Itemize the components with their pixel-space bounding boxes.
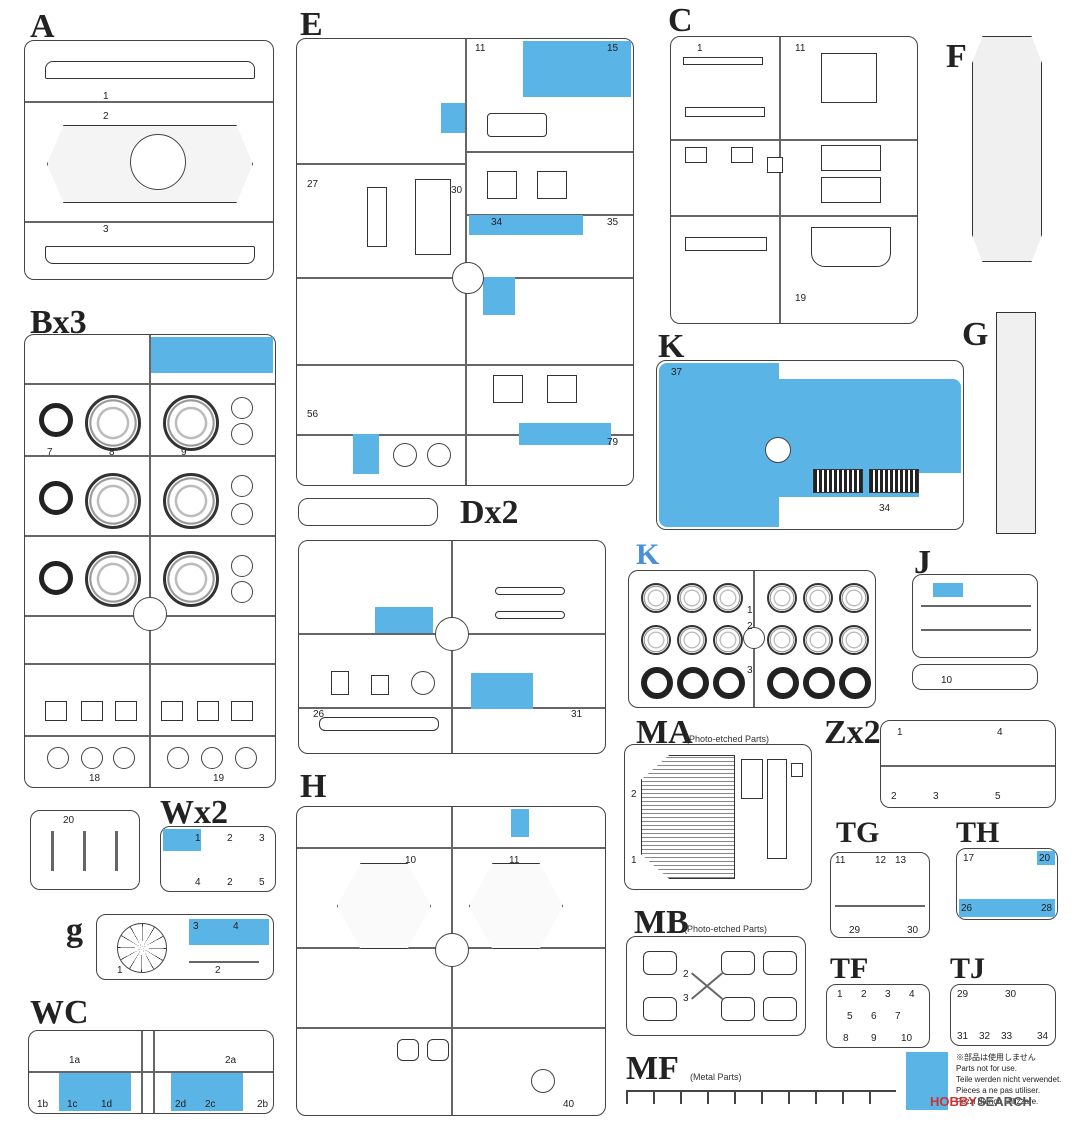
hull-part-f — [972, 36, 1042, 262]
sprue-b-hub — [133, 597, 167, 631]
sprue-g-label: G — [962, 316, 989, 353]
sprue-g-small-frame: 1 2 3 4 — [96, 914, 274, 980]
sprue-j-label: J — [914, 544, 931, 581]
sprue-h-hub — [435, 933, 469, 967]
sprue-b-label: Bx3 — [30, 304, 87, 341]
sprue-g-small-label: g — [66, 912, 83, 949]
sprue-k-frame: 37 34 — [656, 360, 964, 530]
sprue-c-frame: 1 11 19 — [670, 36, 918, 324]
sprue-tj-frame: 29 30 31 32 33 34 — [950, 984, 1056, 1046]
sprue-a-frame: 1 2 3 — [24, 40, 274, 280]
sprue-h-frame: 10 11 40 — [296, 806, 606, 1116]
sprue-d-frame: 26 31 — [298, 540, 606, 754]
sprue-h-label: H — [300, 768, 327, 805]
sprue-mf-label: MF — [626, 1050, 679, 1087]
sprue-ma-frame: 1 2 — [624, 744, 812, 890]
sprue-d-top-frame — [298, 498, 438, 526]
sprue-d-label: Dx2 — [460, 494, 519, 531]
unused-parts-legend: ※部品は使用しません Parts not for use. Teile werd… — [956, 1053, 1062, 1106]
sprue-f-label: F — [946, 38, 967, 75]
sprue-th-label: TH — [956, 816, 1000, 849]
sprue-tg-label: TG — [836, 816, 880, 849]
sprue-c-label: C — [668, 2, 693, 39]
sprue-z-label: Zx2 — [824, 714, 881, 751]
hobbysearch-watermark: HOBBYSEARCH — [930, 1094, 1032, 1109]
lower-hull-rail — [45, 246, 255, 264]
sprue-th-frame: 17 20 26 28 — [956, 848, 1058, 920]
sprue-z-frame: 1 4 2 3 5 — [880, 720, 1056, 808]
sprue-b-frame: 7 8 9 18 19 — [24, 334, 276, 788]
sprue-tg-frame: 11 12 13 29 30 — [830, 852, 930, 938]
sprue-wc-label: WC — [30, 994, 89, 1031]
sprue-e-label: E — [300, 6, 323, 43]
sprue-k2-frame: 1 2 3 — [628, 570, 876, 708]
sprue-e-hub — [452, 262, 484, 294]
metal-parts-row — [626, 1090, 896, 1104]
sprue-k-label: K — [658, 328, 685, 365]
sprue-w-frame: 1 2 3 4 2 5 — [160, 826, 276, 892]
sprue-mb-frame: 2 3 — [626, 936, 806, 1036]
unused-parts-legend-swatch — [906, 1052, 948, 1110]
sprue-k2-label: K — [636, 538, 660, 571]
sprue-j-part-10: 10 — [912, 664, 1038, 690]
sprue-b-part-20: 20 — [30, 810, 140, 890]
sprue-mb-label: MB — [634, 904, 689, 941]
sprue-tf-label: TF — [830, 952, 869, 985]
sprue-a-label: A — [30, 8, 55, 45]
sprue-w-label: Wx2 — [160, 794, 228, 831]
sprue-tf-frame: 1 2 3 4 5 6 7 8 9 10 — [826, 984, 930, 1048]
sprue-d-hub — [435, 617, 469, 651]
hull-part-g — [996, 312, 1036, 534]
upper-hull-rail — [45, 61, 255, 79]
sprue-wc-frame: 1a 1b 1c 1d 2a 2b 2c 2d — [28, 1030, 274, 1114]
sprue-j-frame — [912, 574, 1038, 658]
sprue-ma-label: MA — [636, 714, 693, 751]
sprue-tj-label: TJ — [950, 952, 986, 985]
sprue-e-frame: 11 15 27 30 34 35 56 79 — [296, 38, 634, 486]
